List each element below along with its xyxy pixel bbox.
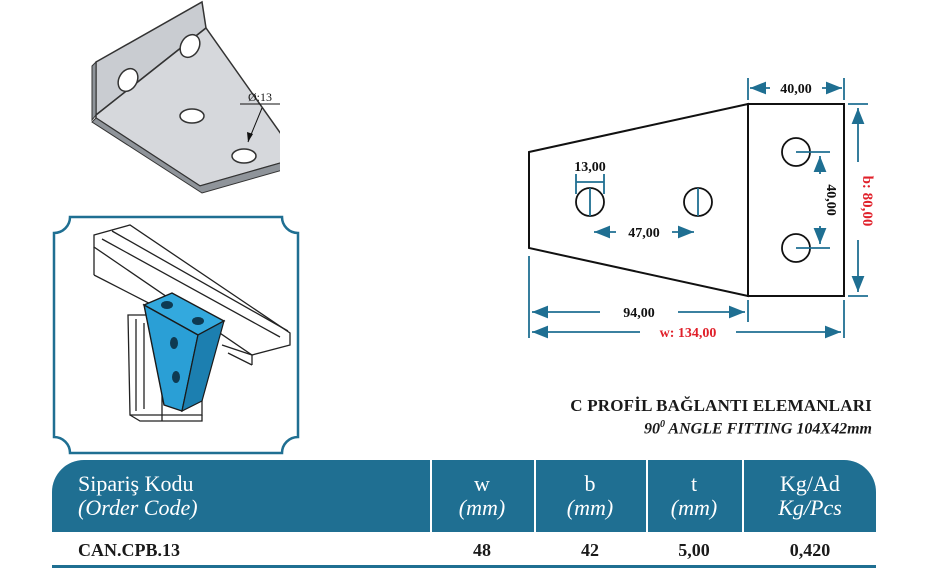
- technical-drawing: 40,00 13,00 47,00 40,00 b: 80,00 94,00 w…: [528, 78, 875, 341]
- row-t: 5,00: [678, 540, 710, 560]
- dim-40v-label: 40,00: [823, 184, 838, 216]
- dim-13-label: 13,00: [574, 160, 606, 175]
- header-order-code-tr: Sipariş Kodu: [78, 471, 194, 496]
- header-kg: Kg/Ad Kg/Pcs: [744, 472, 876, 544]
- header-order-code: Sipariş Kodu (Order Code): [78, 472, 418, 544]
- dim-40-label: 40,00: [780, 82, 812, 97]
- header-separator: [534, 460, 536, 532]
- dim-94-label: 94,00: [623, 306, 655, 321]
- header-t-label: t: [690, 471, 698, 496]
- rect-plate-outline: [747, 103, 845, 297]
- callout-arrowhead: [247, 132, 253, 142]
- row-order-code: CAN.CPB.13: [78, 540, 180, 560]
- dim-w-label: w: 134,00: [660, 326, 717, 341]
- product-title-en: 900 ANGLE FITTING 104X42mm: [480, 419, 872, 438]
- header-b-unit: (mm): [566, 495, 614, 520]
- hole-diameter-label: Ø:13: [248, 90, 272, 104]
- title-en-suffix: ANGLE FITTING 104X42mm: [665, 420, 872, 438]
- trapezoid-plate-outline: [528, 102, 749, 298]
- hole-horizontal-1: [179, 108, 205, 124]
- header-w: w (mm): [432, 472, 532, 544]
- row-kg: 0,420: [789, 540, 831, 560]
- header-separator: [646, 460, 648, 532]
- hole-horizontal-2: [231, 148, 257, 164]
- header-order-code-en: (Order Code): [78, 495, 198, 520]
- assembly-illustration: [52, 215, 300, 455]
- title-en-degree: 0: [660, 419, 666, 430]
- header-b: b (mm): [536, 472, 644, 544]
- bracket-3d-illustration: [91, 0, 280, 194]
- dim-b-label: b: 80,00: [859, 176, 875, 227]
- header-b-label: b: [584, 471, 596, 496]
- header-t: t (mm): [648, 472, 740, 544]
- bracket-base-edge: [91, 117, 280, 194]
- dim-47-label: 47,00: [628, 226, 660, 241]
- table-header-bar: [52, 460, 876, 532]
- header-separator: [430, 460, 432, 532]
- table-bottom-rule: [52, 565, 876, 568]
- header-kg-tr: Kg/Ad: [780, 471, 840, 496]
- header-t-unit: (mm): [670, 495, 718, 520]
- hole-vertical-1: [117, 67, 139, 93]
- row-b: 42: [581, 540, 599, 560]
- header-w-label: w: [474, 471, 490, 496]
- hole-vertical-2: [179, 33, 201, 59]
- row-w: 48: [473, 540, 491, 560]
- bracket-plate-edge: [91, 60, 97, 122]
- blue-bracket: [142, 292, 226, 413]
- header-w-unit: (mm): [458, 495, 506, 520]
- header-kg-en: Kg/Pcs: [778, 495, 842, 520]
- header-separator: [742, 460, 744, 532]
- title-en-angle: 90: [644, 420, 661, 438]
- product-title-tr: C PROFİL BAĞLANTI ELEMANLARI: [570, 396, 872, 415]
